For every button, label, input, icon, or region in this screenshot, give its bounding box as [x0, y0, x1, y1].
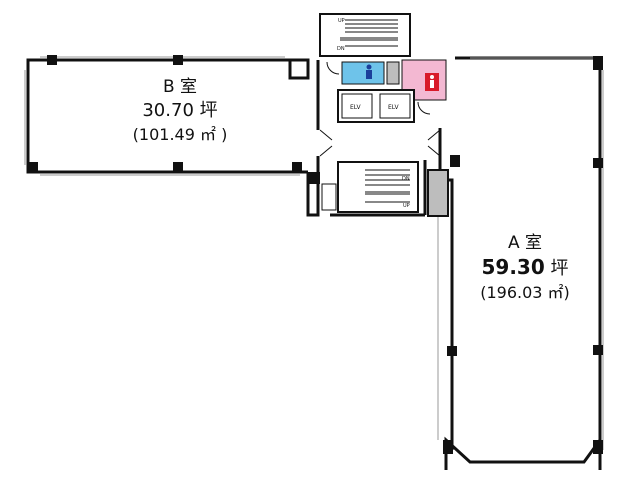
door-left [319, 129, 333, 157]
room-b-label: B 室 30.70 坪 (101.49 ㎡ ) [100, 76, 260, 146]
core-wall-left-lower [306, 156, 320, 217]
shaft-large [427, 169, 449, 217]
room-a-tsubo: 59.30 坪 [445, 254, 605, 282]
elevator-left [341, 93, 373, 119]
room-a-area: (196.03 ㎡) [480, 283, 570, 302]
womens-restroom-icon [425, 73, 439, 91]
stair-middle: DN UP [337, 161, 419, 213]
door-right [427, 129, 441, 157]
room-a-bottom-wall [444, 435, 602, 470]
elevator-right [379, 93, 411, 119]
mens-restroom [341, 61, 385, 85]
room-b-tsubo: 30.70 坪 [100, 98, 260, 124]
stair-mid-up-label: UP [403, 203, 410, 209]
stair-top-up-label: UP [338, 18, 345, 24]
storage-closet [321, 183, 337, 211]
shaft-small [386, 61, 400, 85]
room-a-tsubo-value: 59.30 [481, 255, 545, 279]
stair-top: UP DN [319, 13, 411, 57]
room-a-name: A 室 [507, 233, 543, 253]
stair-top-dn-label: DN [337, 46, 345, 52]
room-b-tsubo-unit: 坪 [199, 100, 218, 121]
elevator-left-label: ELV [350, 104, 361, 111]
room-b-area: (101.49 ㎡ ) [132, 125, 228, 144]
elevator-right-label: ELV [388, 104, 399, 111]
mens-restroom-icon [366, 64, 372, 79]
room-a-tsubo-unit: 坪 [550, 258, 569, 279]
stair-mid-dn-label: DN [402, 176, 410, 182]
room-b-name: B 室 [162, 77, 198, 97]
room-a-label: A 室 59.30 坪 (196.03 ㎡) [445, 232, 605, 304]
room-b-tsubo-value: 30.70 [142, 100, 194, 121]
